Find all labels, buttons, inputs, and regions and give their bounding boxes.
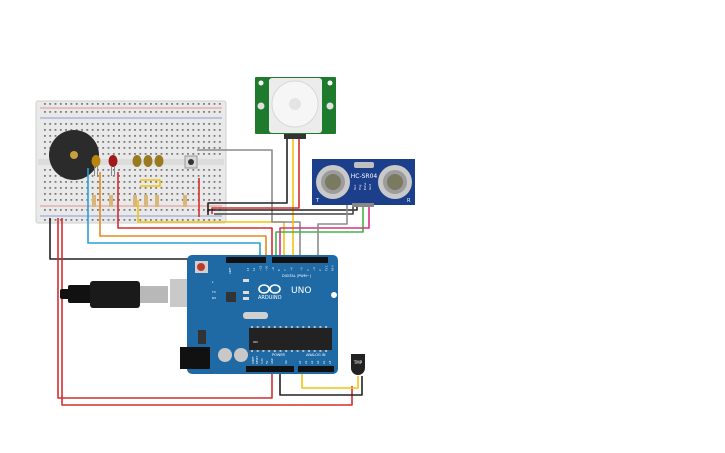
digital-pin-label: ~6 [289, 267, 293, 271]
led-red[interactable] [108, 155, 118, 176]
led-olive-2[interactable] [143, 155, 153, 167]
digital-pin-label: 4 [306, 269, 310, 271]
vin-label: Vin [284, 360, 288, 364]
wire-pir-black [207, 138, 288, 212]
wire-us-green [275, 205, 364, 263]
analog-pin-label: A3 [316, 360, 320, 364]
analog-pin-label: A4 [322, 360, 326, 364]
wire-pir-red [211, 138, 300, 214]
digital-pin-label: RX 0 [331, 265, 335, 271]
digital-header-label: DIGITAL (PWM~) [282, 274, 312, 278]
on-label: ON [253, 340, 258, 344]
ultrasonic-pin-2: Echo [363, 183, 367, 190]
digital-pin-label: 8 [277, 269, 281, 271]
pushbutton[interactable] [184, 155, 198, 169]
temperature-sensor[interactable]: TMP [351, 354, 365, 375]
wire-tmp-black [279, 370, 363, 396]
arduino-uno[interactable]: ARDUINO UNO DIGITAL (PWM~) POWER ANALOG … [180, 255, 338, 374]
wire-yellow-leds [137, 200, 285, 263]
l-label: L [212, 280, 214, 284]
wire-us-black [214, 205, 354, 215]
analog-pin-label: A2 [310, 360, 314, 364]
v5-label: 5V [265, 360, 269, 364]
arduino-logo-icon [258, 284, 281, 294]
reset-pin-label: RESET [255, 356, 259, 364]
digital-pin-label: 12 [252, 267, 256, 271]
resistors [92, 195, 187, 207]
led-olive-3[interactable] [154, 155, 164, 167]
wire-us-pink [279, 205, 370, 263]
wire-orange [99, 172, 267, 263]
power-pin-labels: IOREF RESET 3.3V 5V GND Vin [251, 356, 288, 364]
gnd-label: GND [270, 358, 274, 364]
analog-pin-label: A5 [328, 360, 332, 364]
digital-pin-label: ~5 [300, 267, 304, 271]
led-orange[interactable] [91, 155, 101, 176]
ultrasonic-sensor[interactable]: HC-SR04 T R Vcc Trig Echo Gnd [312, 159, 415, 207]
ultrasonic-model-label: HC-SR04 [351, 173, 378, 180]
ultrasonic-pin-0: Vcc [353, 184, 357, 190]
digital-pin-label: 7 [283, 269, 287, 271]
tmp-label: TMP [353, 360, 363, 365]
digital-pin-label: 2 [318, 269, 322, 271]
power-header-label: POWER [272, 353, 286, 357]
digital-pin-label: ~3 [312, 267, 316, 271]
wire-red-led [117, 172, 273, 263]
digital-pin-label: ~9 [271, 267, 275, 271]
tx-label: TX [211, 290, 216, 294]
wire-gray-button [197, 149, 301, 263]
ultrasonic-side-left: T [315, 198, 320, 204]
aref-label: AREF [228, 267, 232, 274]
reset-button[interactable] [197, 263, 205, 271]
analog-header-label: ANALOG IN [306, 353, 326, 357]
usb-cable [60, 281, 168, 308]
digital-pin-label: ~11 [258, 265, 262, 271]
wire-us-gray2 [317, 205, 348, 263]
wire-blue [87, 168, 261, 263]
wire-us-gray [207, 205, 358, 215]
piezo-buzzer[interactable] [49, 130, 99, 180]
led-olive-1[interactable] [132, 155, 142, 167]
wire-tmp-yellow [301, 370, 359, 389]
rx-label: RX [212, 296, 216, 300]
analog-pin-label: A0 [298, 360, 302, 364]
arduino-model: UNO [291, 286, 311, 296]
wires [49, 138, 370, 406]
v33-label: 3.3V [260, 358, 264, 364]
digital-pin-label: 13 [246, 267, 250, 271]
digital-pin-label: ~10 [265, 265, 269, 271]
digital-pin-label: TX 1 [324, 265, 328, 271]
analog-pin-label: A1 [304, 360, 308, 364]
ioref-label: IOREF [251, 356, 255, 364]
ultrasonic-pin-1: Trig [358, 185, 362, 191]
pir-sensor[interactable] [255, 77, 336, 139]
ultrasonic-side-right: R [407, 198, 411, 204]
ultrasonic-pin-3: Gnd [368, 184, 372, 190]
arduino-brand: ARDUINO [258, 295, 282, 301]
wire-red-5v [57, 218, 273, 399]
